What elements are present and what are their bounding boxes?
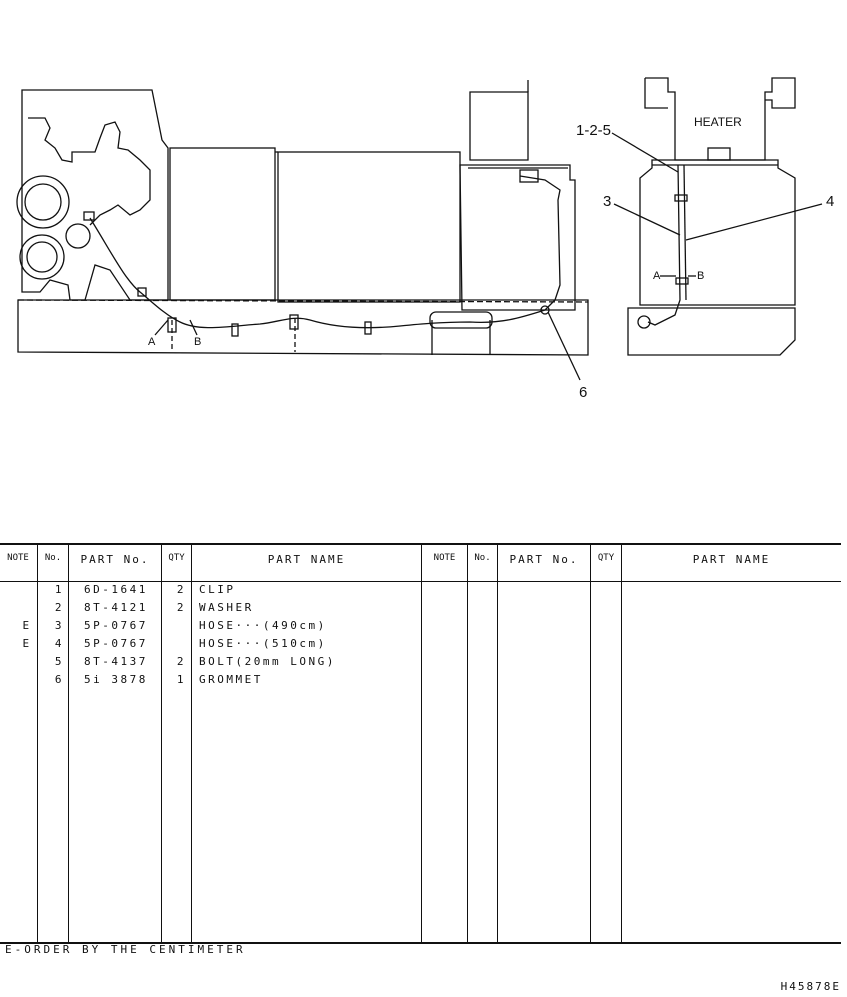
engine-outline <box>21 89 169 301</box>
footnote: E-ORDER BY THE CENTIMETER <box>5 943 246 956</box>
header-note-2: NOTE <box>433 553 456 563</box>
engine-pulley-lower <box>19 234 65 280</box>
cell-name: GROMMET <box>199 673 263 686</box>
engine-detail <box>28 117 151 226</box>
table-row: 6 5i 3878 1 GROMMET <box>0 673 841 691</box>
header-no-2: No. <box>474 553 491 563</box>
tank-center <box>277 151 461 303</box>
table-row: 5 8T-4137 2 BOLT(20mm LONG) <box>0 655 841 673</box>
header-qty: QTY <box>168 553 185 563</box>
cell-qty: 2 <box>176 655 186 668</box>
hose-route-left <box>89 175 561 329</box>
cell-no: 1 <box>54 583 64 596</box>
cell-note: E <box>22 637 32 650</box>
cell-name: WASHER <box>199 601 254 614</box>
tank-left <box>169 147 276 301</box>
cell-name: BOLT(20mm LONG) <box>199 655 336 668</box>
cell-part-no: 6D-1641 <box>84 583 148 596</box>
callout-4: 4 <box>826 193 834 210</box>
label-a-left: A <box>148 336 156 348</box>
cell-name: HOSE···(510cm) <box>199 637 327 650</box>
header-no: No. <box>44 553 62 563</box>
callout-6: 6 <box>579 384 587 401</box>
assembly-drawing: HEATER 1-2-5 3 4 6 A B A B <box>16 77 834 401</box>
cell-part-no: 5P-0767 <box>84 619 148 632</box>
cell-part-no: 5i 3878 <box>84 673 148 686</box>
drawing-number: H45878E <box>780 980 841 993</box>
cell-no: 2 <box>54 601 64 614</box>
cell-part-no: 5P-0767 <box>84 637 148 650</box>
cell-name: HOSE···(490cm) <box>199 619 327 632</box>
callout-3: 3 <box>603 193 611 210</box>
cell-no: 3 <box>54 619 64 632</box>
cell-no: 5 <box>54 655 64 668</box>
header-part-name-2: PART NAME <box>692 553 771 566</box>
header-note: NOTE <box>7 553 29 563</box>
cell-qty: 1 <box>176 673 186 686</box>
table-row: E 3 5P-0767 HOSE···(490cm) <box>0 619 841 637</box>
side-tank <box>639 159 796 306</box>
header-part-no-2: PART No. <box>509 553 579 566</box>
cab-block <box>469 91 529 161</box>
cell-part-no: 8T-4137 <box>84 655 148 668</box>
hose-route-right <box>647 164 681 326</box>
heater-outline <box>645 77 796 161</box>
side-frame <box>627 307 796 356</box>
engine-pulley-upper <box>16 175 70 229</box>
frame-rail <box>17 299 589 356</box>
parts-table: NOTE No. PART No. QTY PART NAME NOTE No.… <box>0 543 841 944</box>
table-row: E 4 5P-0767 HOSE···(510cm) <box>0 637 841 655</box>
cell-note: E <box>22 619 32 632</box>
heater-label: HEATER <box>694 115 742 129</box>
cell-no: 6 <box>54 673 64 686</box>
table-row: 1 6D-1641 2 CLIP <box>0 583 841 601</box>
label-b-right: B <box>697 270 704 282</box>
label-b-left: B <box>194 336 201 348</box>
cell-no: 4 <box>54 637 64 650</box>
cell-part-no: 8T-4121 <box>84 601 148 614</box>
header-part-no: PART No. <box>80 553 150 566</box>
right-tank <box>459 164 576 311</box>
header-part-name: PART NAME <box>267 553 346 566</box>
callout-1-2-5: 1-2-5 <box>576 122 611 139</box>
label-a-right: A <box>653 270 661 282</box>
cell-qty: 2 <box>176 583 186 596</box>
table-row: 2 8T-4121 2 WASHER <box>0 601 841 619</box>
cell-name: CLIP <box>199 583 236 596</box>
cell-qty: 2 <box>176 601 186 614</box>
header-qty-2: QTY <box>597 553 615 563</box>
